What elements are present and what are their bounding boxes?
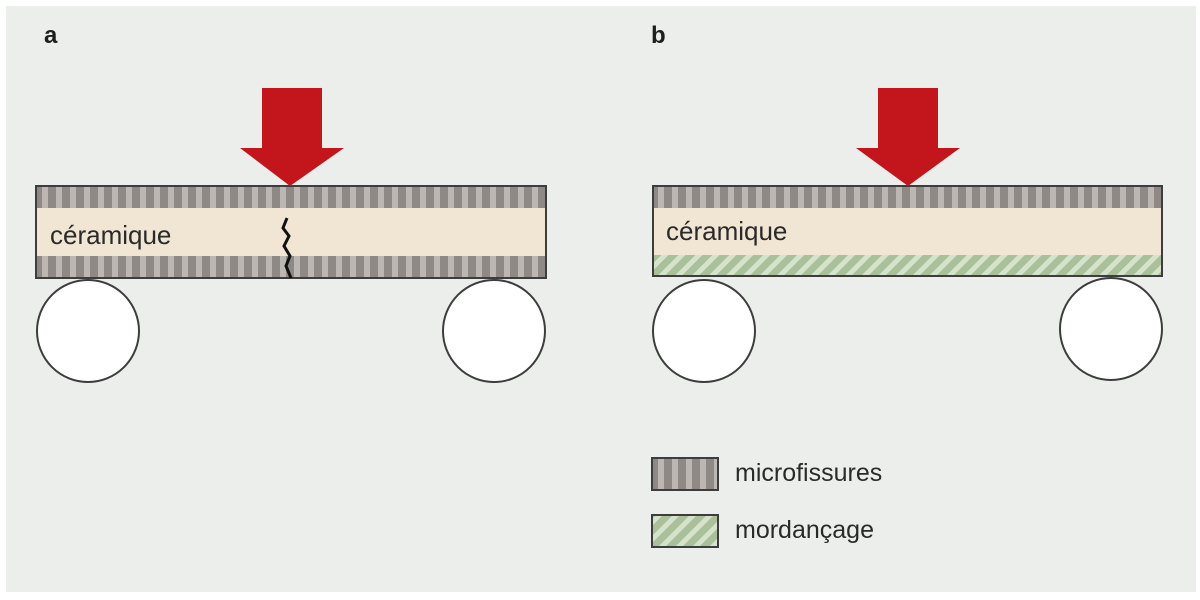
panel-a [35, 88, 547, 383]
support-right-b [1059, 277, 1163, 381]
legend-swatch-mordancage [651, 514, 719, 548]
ceramic-label-a: céramique [50, 220, 172, 250]
load-arrow-b [856, 88, 960, 186]
panel-b [652, 88, 1163, 383]
ceramic-label-b: céramique [666, 216, 788, 246]
legend [651, 457, 719, 548]
etching-layer-bottom-b [653, 255, 1162, 276]
legend-label-microfissures: microfissures [735, 459, 883, 487]
support-left-a [36, 279, 140, 383]
support-right-a [442, 279, 546, 383]
panel-label-b: b [651, 22, 666, 49]
diagram-background [6, 6, 1196, 592]
panel-label-a: a [44, 22, 58, 49]
ceramic-bar-outline-b [652, 185, 1163, 277]
microcrack-layer-bottom-a [36, 256, 546, 278]
microcrack-layer-top-a [36, 186, 546, 208]
legend-label-mordancage: mordançage [735, 516, 874, 544]
support-left-b [652, 279, 756, 383]
load-arrow-a [240, 88, 344, 186]
crack-line [281, 217, 293, 279]
microcrack-layer-top-b [653, 186, 1162, 208]
legend-swatch-microfissures [651, 457, 719, 491]
